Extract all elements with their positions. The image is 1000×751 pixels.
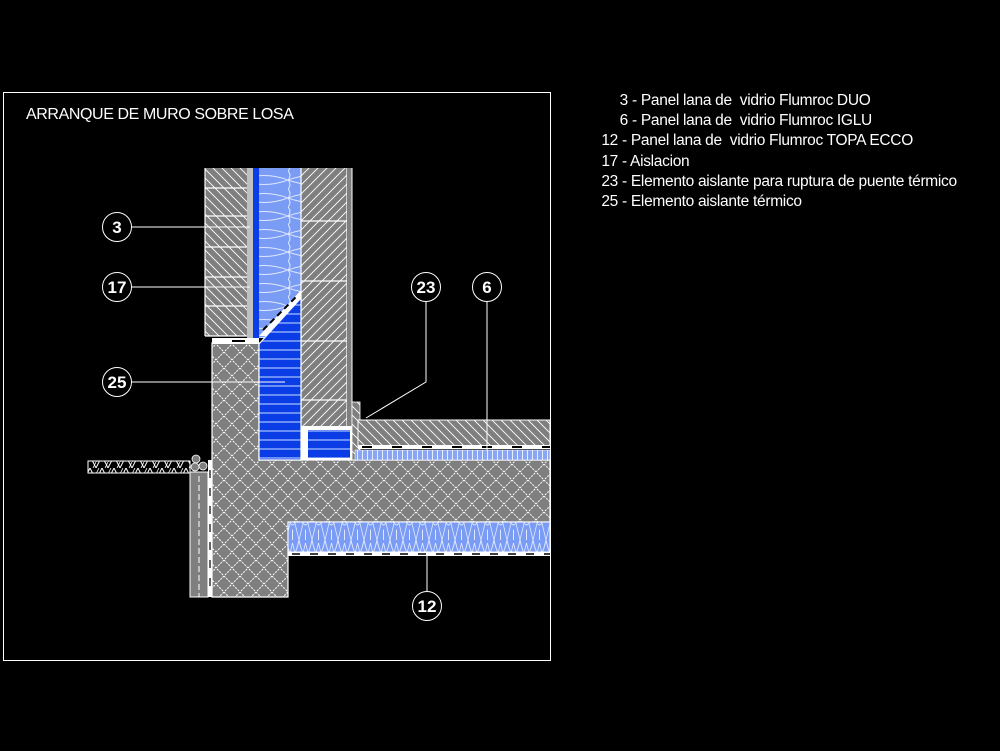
soffit-insulation-12 (287, 521, 551, 556)
exterior-masonry-leaf (204, 168, 253, 338)
legend-item: 25 - Elemento aislante térmico (580, 192, 957, 212)
thermal-break-element-23 (301, 401, 361, 461)
legend-item: 17 - Aislacion (580, 152, 957, 172)
leader-lines (131, 226, 488, 591)
legend-number: 12 (601, 132, 618, 150)
legend-text: - Panel lana de vidrio Flumroc IGLU (632, 112, 872, 130)
callout-3: 3 (102, 212, 132, 242)
callout-label: 12 (418, 597, 437, 616)
drawing-frame (3, 92, 551, 661)
legend-item: 6 - Panel lana de vidrio Flumroc IGLU (590, 111, 957, 131)
callout-6: 6 (472, 272, 502, 302)
callout-label: 17 (108, 278, 127, 297)
legend-item: 12 - Panel lana de vidrio Flumroc TOPA E… (580, 131, 957, 151)
legend-item: 3 - Panel lana de vidrio Flumroc DUO (590, 91, 957, 111)
legend-number: 3 (619, 92, 629, 109)
legend-text: - Panel lana de vidrio Flumroc DUO (632, 92, 871, 109)
callout-label: 23 (417, 278, 436, 297)
callout-23: 23 (411, 272, 441, 302)
legend-item: 23 - Elemento aislante para ruptura de p… (580, 172, 957, 192)
legend-text: - Panel lana de vidrio Flumroc TOPA ECCO (622, 132, 913, 150)
drawing-title: ARRANQUE DE MURO SOBRE LOSA (26, 106, 294, 123)
legend-number: 17 (601, 152, 618, 170)
legend-text: - Aislacion (622, 152, 690, 170)
legend-text: - Elemento aislante para ruptura de puen… (622, 172, 957, 190)
callout-label: 25 (108, 373, 127, 392)
callout-25: 25 (102, 367, 132, 397)
floor-buildup (354, 419, 551, 461)
interior-masonry-leaf (300, 168, 353, 426)
callout-12: 12 (412, 591, 442, 621)
legend-number: 6 (619, 112, 629, 130)
legend: 3 - Panel lana de vidrio Flumroc DUO 6 -… (590, 91, 957, 212)
ground-line (87, 454, 208, 474)
callout-17: 17 (102, 272, 132, 302)
legend-number: 23 (601, 172, 618, 190)
callout-label: 6 (482, 278, 491, 297)
callout-label: 3 (112, 218, 121, 237)
legend-text: - Elemento aislante térmico (622, 193, 802, 211)
perimeter-insulation-17 (189, 460, 212, 598)
legend-number: 25 (601, 193, 618, 211)
